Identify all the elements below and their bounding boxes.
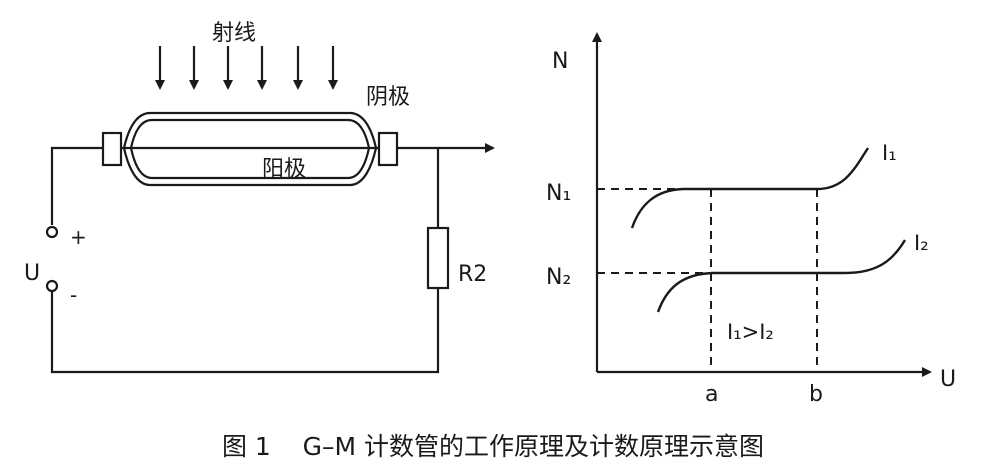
- tick-a-label: a: [705, 382, 718, 407]
- cathode-label: 阴极: [366, 85, 410, 110]
- resistor-label: R2: [458, 262, 487, 287]
- gm-tube-inner: [129, 118, 371, 180]
- gm-tube-outer: [122, 111, 378, 187]
- curve-i2: [656, 239, 907, 313]
- x-axis-label: U: [940, 367, 956, 392]
- curve2-label: I₂: [914, 231, 929, 255]
- negative-terminal: [45, 279, 59, 293]
- wire-left-upper: [50, 146, 103, 225]
- circuit-diagram: [45, 46, 495, 374]
- radiation-arrows: [155, 46, 338, 90]
- n2-label: N₂: [546, 265, 571, 290]
- resistor-r2: [426, 226, 450, 290]
- tube-end-cap-right: [377, 131, 399, 167]
- figure-caption: 图 1 G–M 计数管的工作原理及计数原理示意图: [222, 432, 764, 461]
- tick-b-label: b: [809, 382, 823, 407]
- minus-label: -: [70, 283, 77, 307]
- radiation-label: 射线: [212, 21, 256, 46]
- count-voltage-graph: [592, 32, 932, 377]
- voltage-label: U: [24, 261, 40, 286]
- positive-terminal: [45, 225, 59, 239]
- curve-i1: [630, 147, 870, 229]
- plus-label: +: [70, 225, 87, 249]
- tube-end-cap-left: [101, 131, 123, 167]
- wire-bottom: [50, 288, 440, 374]
- n1-label: N₁: [546, 181, 571, 206]
- curve1-label: I₁: [882, 141, 897, 165]
- y-axis-label: N: [552, 49, 568, 74]
- anode-label: 阳极: [262, 157, 306, 182]
- condition-label: I₁>I₂: [727, 320, 774, 344]
